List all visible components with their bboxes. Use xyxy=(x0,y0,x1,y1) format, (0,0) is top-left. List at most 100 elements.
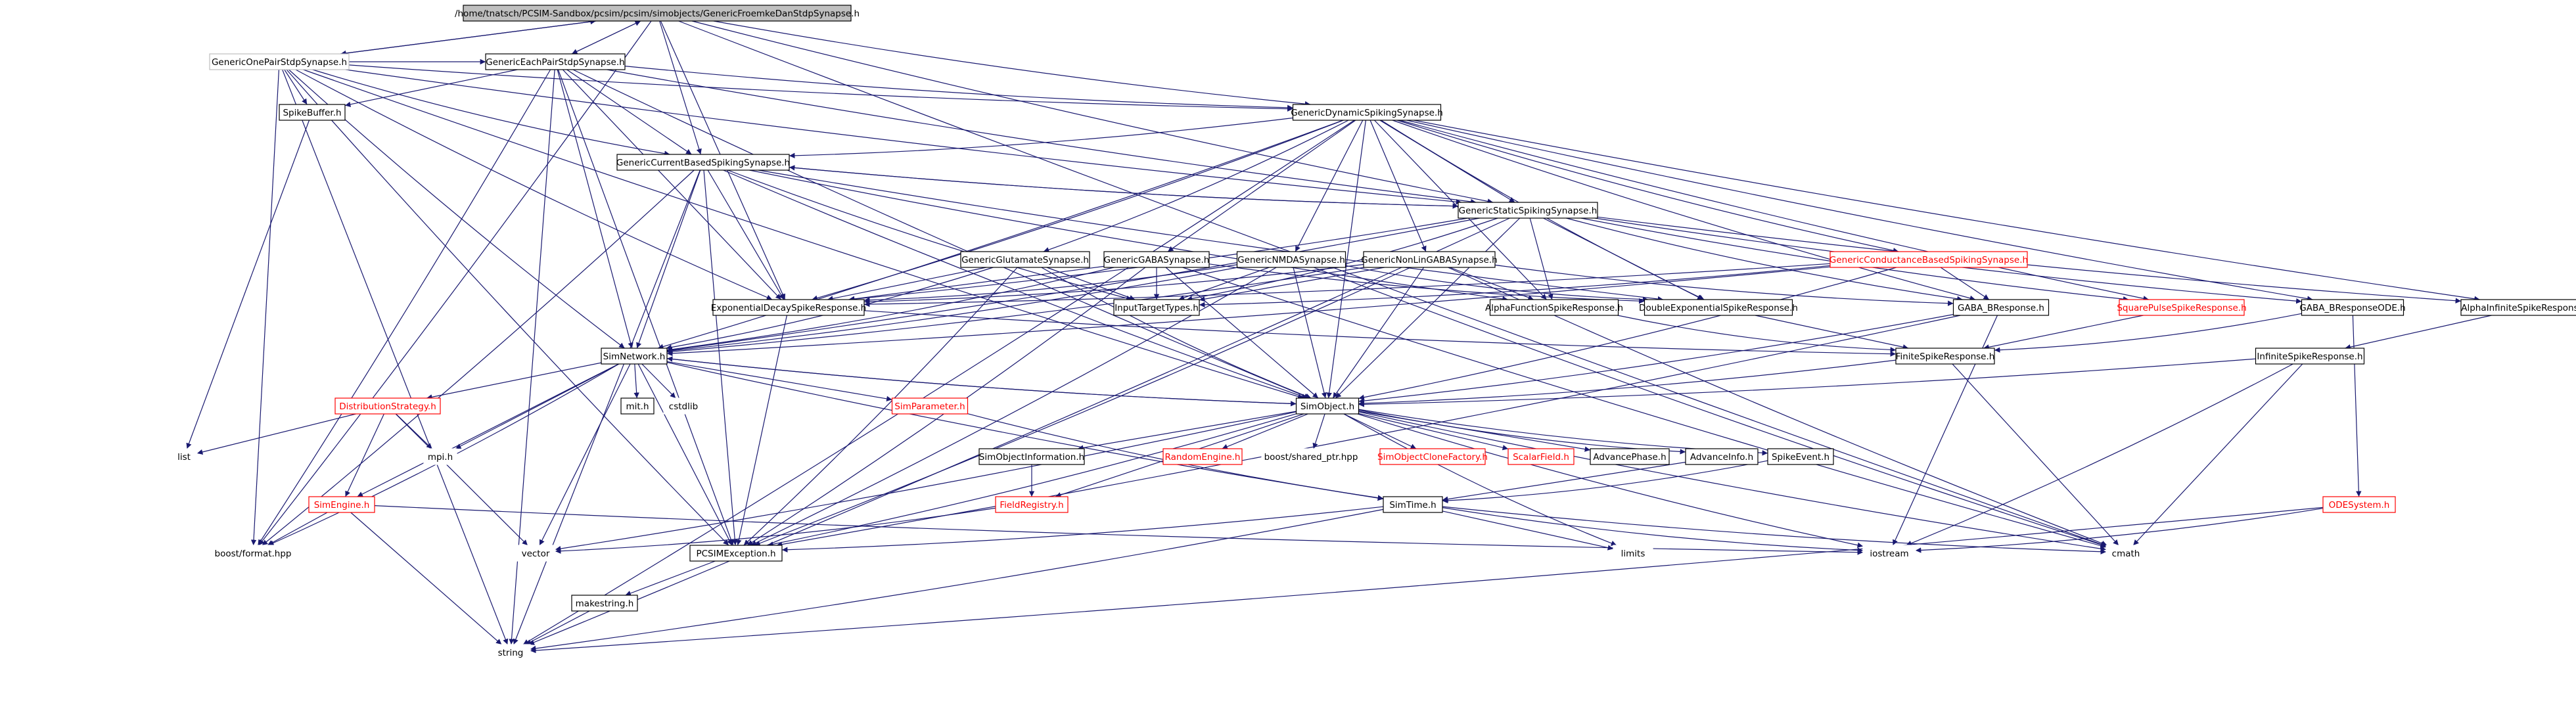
node-label-fieldregistry: FieldRegistry.h xyxy=(1000,500,1063,510)
edge-nonlingaba-to-inputtarget xyxy=(1199,267,1385,302)
node-gaba[interactable]: GenericGABASynapse.h xyxy=(1103,251,1210,268)
node-box-randomengine xyxy=(1162,448,1243,465)
node-spikebuffer[interactable]: SpikeBuffer.h xyxy=(279,104,346,121)
edge-simtime-to-iostream xyxy=(1442,507,1864,553)
node-simobject[interactable]: SimObject.h xyxy=(1295,397,1360,415)
node-doubleexp[interactable]: DoubleExponentialSpikeResponse.h xyxy=(1639,299,1798,316)
node-infinite[interactable]: InfiniteSpikeResponse.h xyxy=(2255,348,2365,365)
node-box-nmda xyxy=(1236,251,1346,268)
node-label-boostformat: boost/format.hpp xyxy=(215,549,292,559)
node-box-infinite xyxy=(2255,348,2365,365)
node-simparameter[interactable]: SimParameter.h xyxy=(891,397,969,415)
node-label-siminfo: SimObjectInformation.h xyxy=(979,452,1084,463)
node-currentbased[interactable]: GenericCurrentBasedSpikingSynapse.h xyxy=(616,154,790,171)
node-box-fieldregistry xyxy=(995,496,1069,513)
edge-simtime-to-cmath xyxy=(1442,506,2107,554)
node-box-alphainf xyxy=(2460,299,2576,316)
node-label-simnetwork: SimNetwork.h xyxy=(603,351,666,362)
edge-eachpair-to-spikebuffer xyxy=(344,69,518,108)
edge-static-to-alpha xyxy=(1529,217,1553,300)
node-squarepulse[interactable]: SquarePulseSpikeResponse.h xyxy=(2117,299,2247,316)
node-inputtarget[interactable]: InputTargetTypes.h xyxy=(1113,299,1200,316)
edge-eachpair-to-static xyxy=(607,69,1477,205)
edge-glutamate-to-inputtarget xyxy=(1046,267,1136,301)
edge-simobject-to-spikeevent xyxy=(1358,409,1768,456)
edge-eachpair-to-root xyxy=(571,20,641,55)
edge-squarepulse-to-finite xyxy=(1983,315,2144,350)
node-gababresp[interactable]: GABA_BResponse.h xyxy=(1952,299,2050,316)
edge-static-to-doubleexp xyxy=(1543,217,1703,300)
node-box-mpih xyxy=(423,448,457,465)
node-glutamate[interactable]: GenericGlutamateSynapse.h xyxy=(960,251,1090,268)
edge-onepair-to-pcsimexception xyxy=(286,69,729,546)
node-box-spikebuffer xyxy=(279,104,346,121)
node-alphainf[interactable]: AlphaInfiniteSpikeResponse.h xyxy=(2460,299,2576,316)
node-label-mpih: mpi.h xyxy=(428,452,453,463)
node-label-mith: mit.h xyxy=(626,401,649,412)
node-static[interactable]: GenericStaticSpikingSynapse.h xyxy=(1458,202,1598,219)
node-eachpair[interactable]: GenericEachPairStdpSynapse.h xyxy=(485,53,626,70)
node-label-inputtarget: InputTargetTypes.h xyxy=(1115,303,1199,313)
node-box-advanceinfo xyxy=(1685,448,1759,465)
node-spikeevent[interactable]: SpikeEvent.h xyxy=(1767,448,1834,465)
node-finite[interactable]: FiniteSpikeResponse.h xyxy=(1895,348,1995,365)
node-alpha[interactable]: AlphaFunctionSpikeResponse.h xyxy=(1485,299,1623,316)
edge-simtime-to-limits xyxy=(1442,510,1614,551)
node-nmda[interactable]: GenericNMDASynapse.h xyxy=(1236,251,1346,268)
node-box-simnetwork xyxy=(601,348,668,365)
node-conductance[interactable]: GenericConductanceBasedSpikingSynapse.h xyxy=(1829,251,2028,268)
node-label-finite: FiniteSpikeResponse.h xyxy=(1896,351,1995,362)
node-randomengine[interactable]: RandomEngine.h xyxy=(1162,448,1243,465)
edge-odesystem-to-string xyxy=(530,507,2324,654)
edge-currentbased-to-boostformat xyxy=(262,170,695,546)
node-box-gababresp xyxy=(1952,299,2050,316)
node-label-advancephase: AdvancePhase.h xyxy=(1593,452,1666,463)
node-root[interactable]: /home/tnatsch/PCSIM-Sandbox/pcsim/pcsim/… xyxy=(455,5,860,22)
edge-onepair-to-static xyxy=(345,69,1462,205)
edge-simobject-to-scalarfield xyxy=(1358,413,1509,451)
node-box-distribution xyxy=(334,397,441,415)
node-siminfo[interactable]: SimObjectInformation.h xyxy=(978,448,1085,465)
node-box-doubleexp xyxy=(1644,299,1793,316)
node-dynamic[interactable]: GenericDynamicSpikingSynapse.h xyxy=(1291,104,1443,121)
node-fieldregistry[interactable]: FieldRegistry.h xyxy=(995,496,1069,513)
node-nonlingaba[interactable]: GenericNonLinGABASynapse.h xyxy=(1361,251,1498,268)
node-list: list xyxy=(170,448,198,465)
edge-nmda-to-simobject xyxy=(1293,267,1327,399)
node-box-sharedptr xyxy=(1261,448,1361,465)
node-advancephase[interactable]: AdvancePhase.h xyxy=(1590,448,1670,465)
node-label-gababode: GABA_BResponseODE.h xyxy=(2299,303,2405,313)
node-gababode[interactable]: GABA_BResponseODE.h xyxy=(2299,299,2406,316)
edge-odesystem-to-iostream xyxy=(1915,508,2324,553)
edge-static-to-gababresp xyxy=(1566,217,1963,302)
node-odesystem[interactable]: ODESystem.h xyxy=(2322,496,2396,513)
edge-makestring-to-string xyxy=(525,610,590,645)
node-label-scalarfield: ScalarField.h xyxy=(1513,452,1569,463)
node-advanceinfo[interactable]: AdvanceInfo.h xyxy=(1685,448,1759,465)
node-box-pcsimexception xyxy=(689,545,783,562)
edge-simnetwork-to-simengine xyxy=(357,363,619,497)
node-expdecay[interactable]: ExponentialDecaySpikeResponse.h xyxy=(711,299,866,316)
node-simtime[interactable]: SimTime.h xyxy=(1383,496,1443,513)
node-simengine[interactable]: SimEngine.h xyxy=(308,496,375,513)
node-onepair[interactable]: GenericOnePairStdpSynapse.h xyxy=(209,53,350,70)
edge-finite-to-cmath xyxy=(1952,363,2119,546)
node-mith[interactable]: mit.h xyxy=(620,397,655,415)
node-box-inputtarget xyxy=(1113,299,1200,316)
node-label-iostream: iostream xyxy=(1870,549,1908,559)
node-cmath: cmath xyxy=(2105,545,2146,562)
edge-simobject-to-vector xyxy=(555,411,1297,552)
node-pcsimexception[interactable]: PCSIMException.h xyxy=(689,545,783,562)
node-clonefactory[interactable]: SimObjectCloneFactory.h xyxy=(1377,448,1488,465)
edge-eachpair-to-simnetwork xyxy=(557,69,633,349)
node-simnetwork[interactable]: SimNetwork.h xyxy=(601,348,668,365)
node-box-cstdlib xyxy=(663,397,704,415)
node-distribution[interactable]: DistributionStrategy.h xyxy=(334,397,441,415)
node-box-currentbased xyxy=(616,154,790,171)
node-makestring[interactable]: makestring.h xyxy=(571,595,638,612)
edge-root-to-boostformat xyxy=(258,20,652,546)
edge-pcsimexception-to-makestring xyxy=(625,560,716,596)
node-label-dynamic: GenericDynamicSpikingSynapse.h xyxy=(1291,108,1443,118)
node-box-advancephase xyxy=(1590,448,1670,465)
node-scalarfield[interactable]: ScalarField.h xyxy=(1507,448,1575,465)
